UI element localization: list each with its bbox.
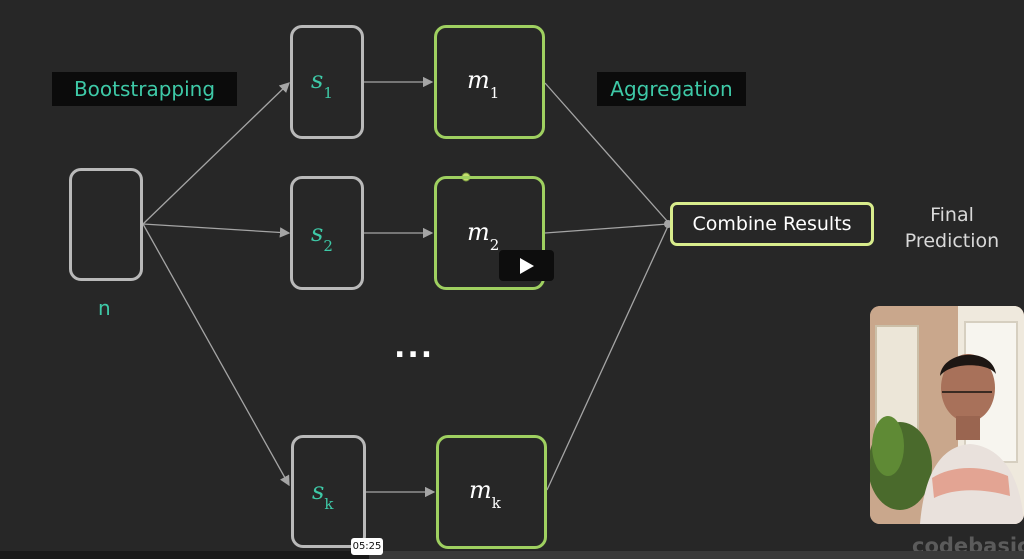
final-prediction-label: Final Prediction	[896, 202, 1008, 254]
sample-box-1	[290, 25, 364, 139]
model-box-2	[434, 176, 545, 290]
sample-label-2: s2	[311, 219, 333, 255]
progress-played	[0, 551, 369, 559]
webcam-presenter-video	[870, 306, 1024, 524]
model-box-k	[436, 435, 547, 549]
sample-label-k: sk	[312, 477, 334, 513]
model-box-1	[434, 25, 545, 139]
combine-results-box: Combine Results	[670, 202, 874, 246]
arrow-n-to-s1	[142, 82, 290, 225]
presenter-image	[870, 306, 1024, 524]
time-tooltip: 05:25	[351, 538, 383, 555]
arrow-n-to-sk	[142, 223, 290, 487]
sample-box-2	[290, 176, 364, 290]
arrow-m1-to-combine	[544, 82, 669, 223]
arrow-m2-to-combine	[544, 223, 669, 234]
arrow-mk-to-combine	[546, 225, 669, 491]
dataset-box	[69, 168, 143, 281]
final-prediction-line-2: Prediction	[904, 230, 1000, 252]
play-icon	[519, 257, 534, 274]
ellipsis: ...	[394, 330, 435, 365]
aggregation-label: Aggregation	[597, 72, 746, 106]
arrow-n-to-s2	[142, 223, 291, 238]
play-button[interactable]	[499, 250, 554, 281]
progress-bar[interactable]	[0, 551, 1024, 559]
final-prediction-line-1: Final	[930, 204, 974, 226]
sample-label-1: s1	[311, 66, 333, 102]
bootstrapping-label: Bootstrapping	[52, 72, 237, 106]
model-label-k: mk	[469, 476, 501, 512]
dataset-label: n	[98, 296, 111, 320]
sample-box-k	[291, 435, 366, 548]
model-label-2: m2	[467, 218, 500, 254]
model-label-1: m1	[467, 66, 500, 102]
